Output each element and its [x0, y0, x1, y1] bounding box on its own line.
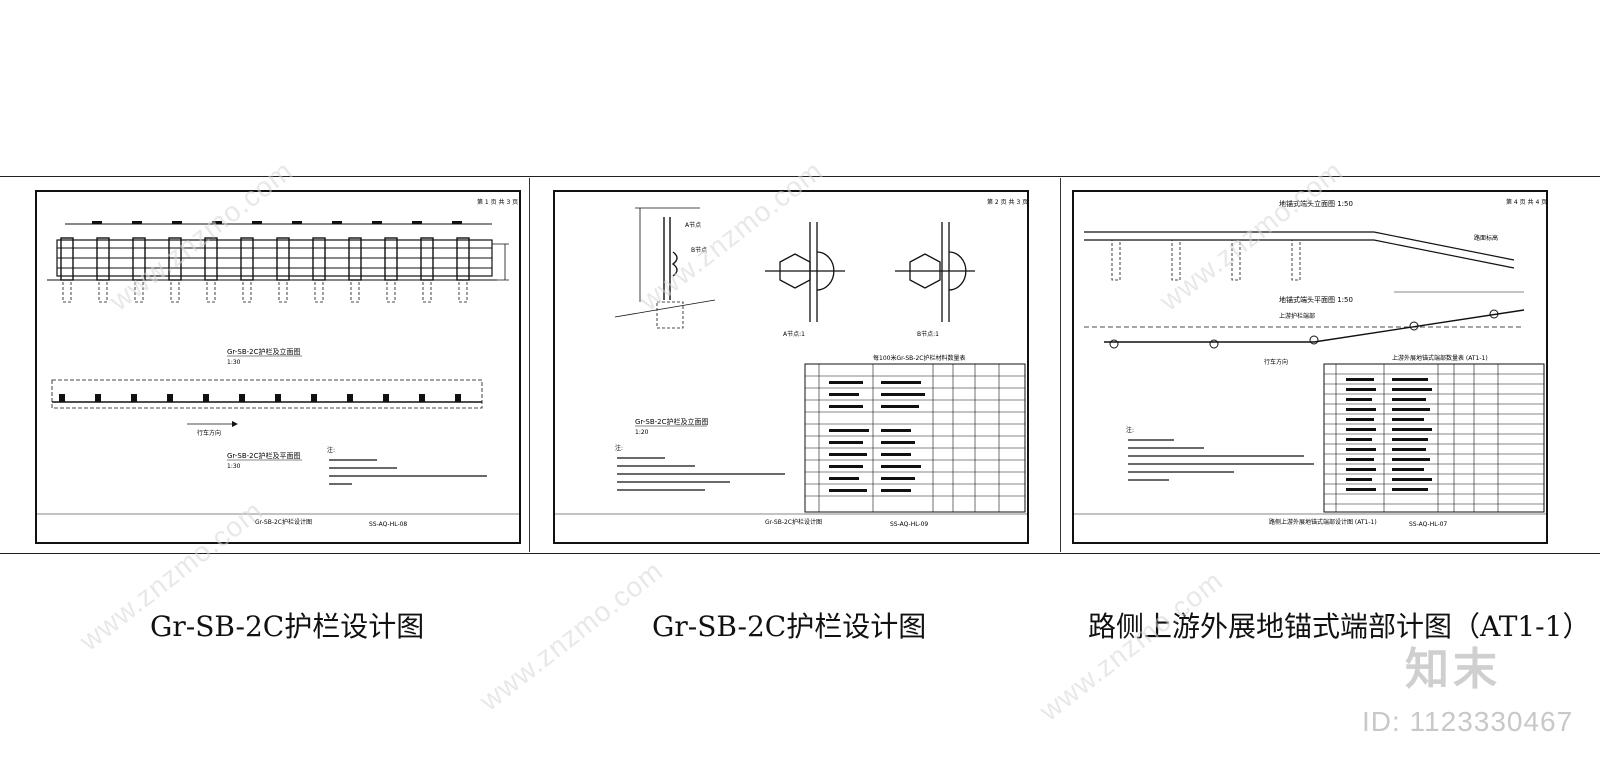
table-title: 每100米Gr-SB-2C护栏材料数量表 — [873, 354, 965, 362]
section-title: Gr-SB-2C护栏及立面图 — [635, 417, 709, 426]
node-label-a: A节点 — [685, 221, 701, 229]
watermark-text: www.znzmo.com — [473, 554, 669, 717]
panel-divider — [529, 178, 530, 552]
watermark-text: www.znzmo.com — [1033, 564, 1229, 727]
drawing-sheet-3[interactable]: 第 4 页 共 4 页 地锚式端头立面图 1:50 路面标高 地锚式端头平面图 … — [1072, 190, 1548, 544]
node-label-b: B节点 — [691, 246, 707, 254]
drawing-sheet-1[interactable]: 第 1 页 共 3 页 — [35, 190, 521, 544]
view-scale: 1:30 — [227, 463, 241, 470]
drawing-number: SS-AQ-HL-09 — [890, 521, 928, 528]
view-title: Gr-SB-2C护栏及立面图 — [227, 347, 301, 356]
notes-title: 注: — [615, 444, 623, 452]
drawing-number: SS-AQ-HL-07 — [1409, 521, 1447, 528]
section-scale: 1:20 — [635, 429, 649, 436]
upstream-label: 上游护栏端部 — [1279, 312, 1315, 320]
notes-title: 注: — [1126, 426, 1134, 434]
page-label: 第 1 页 共 3 页 — [477, 198, 518, 206]
drawing-number: SS-AQ-HL-08 — [369, 521, 407, 528]
sheet-title: Gr-SB-2C护栏设计图 — [765, 518, 822, 526]
detail-label-a: A节点:1 — [783, 330, 805, 338]
caption-sheet-3: 路侧上游外展地锚式端部计图（AT1-1） — [1088, 610, 1591, 643]
panel-divider — [1060, 178, 1061, 552]
page-label: 第 2 页 共 3 页 — [987, 198, 1027, 206]
sheet-title: 路侧上游外展地锚式端部设计图 (AT1-1) — [1269, 518, 1377, 526]
table-title: 上游外展地锚式端部数量表 (AT1-1) — [1392, 354, 1488, 362]
page-label: 第 4 页 共 4 页 — [1506, 198, 1546, 206]
direction-label: 行车方向 — [1264, 358, 1288, 366]
image-id-label: ID: 1123330467 — [1362, 706, 1574, 737]
sheet-title: Gr-SB-2C护栏设计图 — [255, 518, 312, 526]
drawing-sheet-2[interactable]: 第 2 页 共 3 页 A节点 B节点 Gr-SB-2C护栏及立面图 1:20 … — [553, 190, 1029, 544]
view-title: Gr-SB-2C护栏及平面图 — [227, 451, 301, 460]
notes-title: 注: — [327, 446, 335, 454]
road-label: 路面标高 — [1474, 234, 1498, 242]
strip-top-border — [0, 176, 1600, 177]
caption-sheet-2: Gr-SB-2C护栏设计图 — [652, 610, 927, 643]
caption-sheet-1: Gr-SB-2C护栏设计图 — [150, 610, 425, 643]
direction-label: 行车方向 — [197, 429, 221, 437]
strip-bottom-border — [0, 553, 1600, 554]
elevation-title: 地锚式端头立面图 1:50 — [1279, 199, 1353, 208]
watermark-logo: 知末 — [1405, 644, 1501, 695]
view-scale: 1:30 — [227, 359, 241, 366]
detail-label-b: B节点:1 — [917, 330, 939, 338]
plan-title: 地锚式端头平面图 1:50 — [1279, 295, 1353, 304]
